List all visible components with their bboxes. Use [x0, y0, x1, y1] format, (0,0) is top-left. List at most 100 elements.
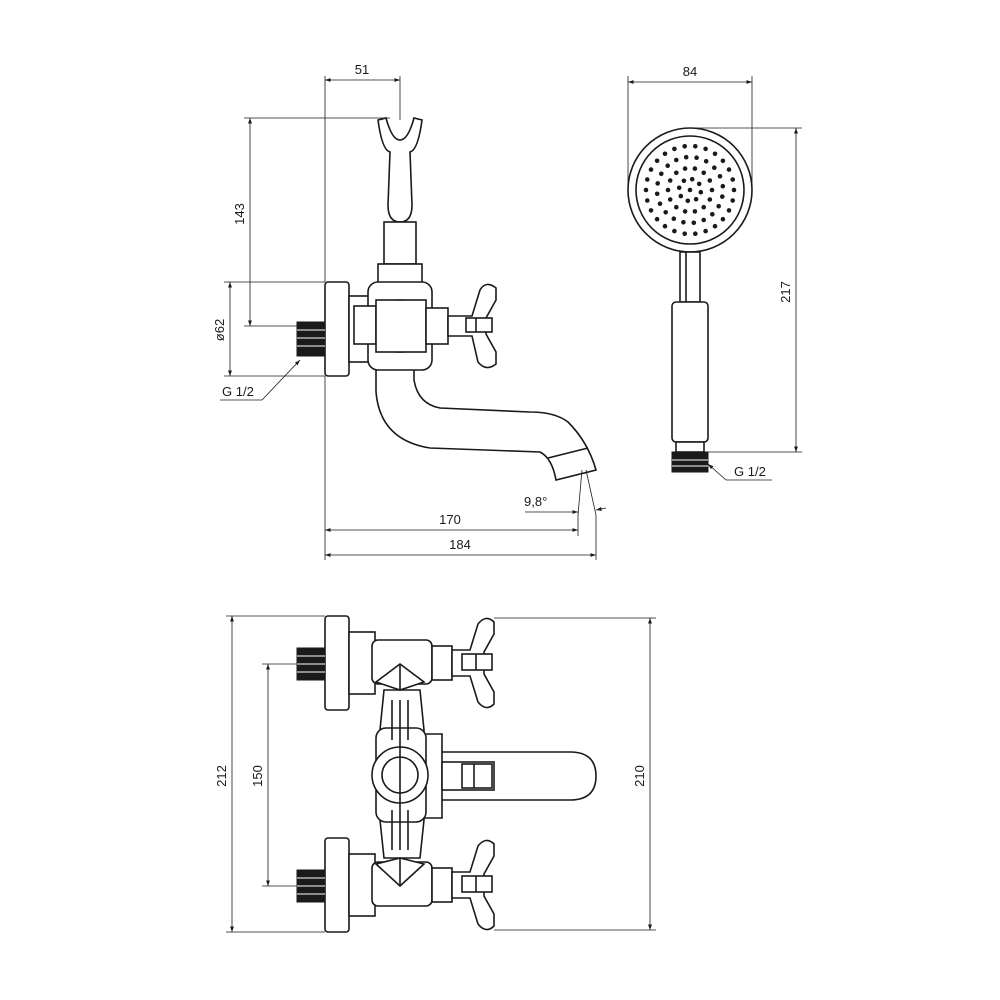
- spray-hole: [730, 177, 735, 182]
- spray-hole: [712, 223, 718, 229]
- spout: [375, 361, 597, 481]
- spray-hole: [674, 157, 679, 163]
- spray-hole: [707, 197, 713, 202]
- spray-hole: [645, 198, 650, 203]
- thread-callout-left-label: G 1/2: [222, 384, 254, 399]
- spray-hole: [662, 223, 668, 229]
- spray-hole: [671, 216, 677, 221]
- dim-shower-length-label: 217: [778, 281, 793, 303]
- dim-handle-span-label: 210: [632, 765, 647, 787]
- shower-handle: [671, 251, 709, 473]
- spray-hole: [712, 151, 718, 157]
- dim-spout-reach-label: 170: [439, 512, 461, 527]
- spray-hole: [693, 231, 698, 236]
- cross-handle: [447, 283, 497, 369]
- spray-hole: [716, 203, 721, 209]
- dim-overall-width: 212: [214, 615, 325, 933]
- spray-hole: [643, 187, 649, 193]
- dim-flange-diameter-label: ø62: [212, 319, 227, 341]
- spray-hole: [691, 220, 697, 226]
- spray-hole: [701, 170, 706, 176]
- thread-callout-right-label: G 1/2: [734, 464, 766, 479]
- spray-hole: [681, 220, 686, 225]
- spray-hole: [701, 204, 706, 210]
- spray-hole: [707, 178, 713, 183]
- spray-hole: [703, 146, 708, 152]
- central-bar: [371, 689, 429, 859]
- spray-hole: [654, 216, 660, 222]
- spray-hole: [655, 181, 660, 186]
- dim-bracket-height-label: 143: [232, 203, 247, 225]
- spray-hole: [682, 144, 687, 149]
- spray-hole: [710, 212, 715, 217]
- dim-flange-diameter: ø62: [212, 281, 325, 377]
- shower-bracket: [377, 117, 423, 285]
- spray-hole: [657, 201, 663, 206]
- spray-hole: [693, 196, 699, 202]
- spray-hole: [698, 189, 704, 195]
- spray-hole: [693, 144, 698, 149]
- spray-hole: [674, 204, 679, 210]
- spray-hole: [682, 231, 687, 236]
- spray-hole: [685, 198, 691, 204]
- dim-handle-span: 210: [494, 617, 656, 931]
- spray-hole: [687, 187, 693, 193]
- spray-hole: [681, 178, 687, 184]
- spray-hole: [665, 163, 670, 168]
- side-view: 51 143 ø62 G 1/2 9,8°: [212, 62, 607, 560]
- dim-inlet-spacing: 150: [250, 663, 297, 887]
- top-view: 212 150 210: [214, 615, 656, 933]
- dim-spout-reach: 170: [324, 376, 579, 560]
- spray-hole: [703, 159, 709, 164]
- dim-overall-width-label: 212: [214, 765, 229, 787]
- spray-hole: [726, 208, 732, 213]
- dim-overall-depth-label: 184: [449, 537, 471, 552]
- spray-hole: [701, 217, 706, 223]
- spout-top: [421, 733, 597, 819]
- dim-bracket-offset: 51: [324, 62, 401, 282]
- spray-hole: [703, 228, 708, 234]
- spray-hole: [720, 194, 725, 199]
- spray-hole: [676, 185, 682, 191]
- spray-hole: [682, 209, 688, 214]
- dim-spout-angle-label: 9,8°: [524, 494, 547, 509]
- shower-head: [627, 127, 753, 253]
- dim-bracket-height: 143: [232, 117, 390, 327]
- spray-hole: [645, 177, 650, 182]
- spray-hole: [692, 166, 698, 171]
- spray-hole: [683, 154, 689, 160]
- spray-hole: [654, 158, 660, 164]
- hand-shower-view: 84 217 G 1/2: [627, 64, 802, 481]
- spray-hole: [648, 167, 654, 172]
- spray-hole: [696, 181, 702, 187]
- spray-hole: [730, 198, 735, 203]
- thread-callout-right: G 1/2: [707, 463, 772, 481]
- lower-valve: [296, 837, 495, 933]
- spray-hole: [731, 187, 737, 193]
- spray-hole: [648, 208, 654, 213]
- spray-hole: [720, 216, 726, 222]
- spray-hole: [672, 228, 677, 234]
- spray-hole: [672, 146, 677, 152]
- spray-hole: [720, 183, 726, 189]
- mixer-body: [353, 281, 449, 371]
- thread-callout-left: G 1/2: [220, 359, 301, 401]
- spray-hole: [674, 170, 679, 176]
- spray-hole: [667, 197, 673, 202]
- dim-shower-head-diameter: 84: [627, 64, 753, 190]
- spray-hole: [667, 178, 673, 183]
- spray-hole: [659, 171, 664, 177]
- spray-hole: [720, 158, 726, 164]
- dim-spout-angle: 9,8°: [524, 469, 607, 516]
- spray-hole: [654, 191, 660, 197]
- dim-shower-head-diameter-label: 84: [683, 64, 697, 79]
- spray-hole: [682, 166, 688, 171]
- spray-hole: [662, 151, 668, 157]
- spray-hole: [712, 165, 717, 170]
- spray-hole: [678, 193, 684, 199]
- spray-hole: [689, 176, 695, 182]
- spray-hole: [665, 187, 671, 193]
- spray-hole: [663, 210, 668, 215]
- dim-overall-depth: 184: [325, 515, 597, 560]
